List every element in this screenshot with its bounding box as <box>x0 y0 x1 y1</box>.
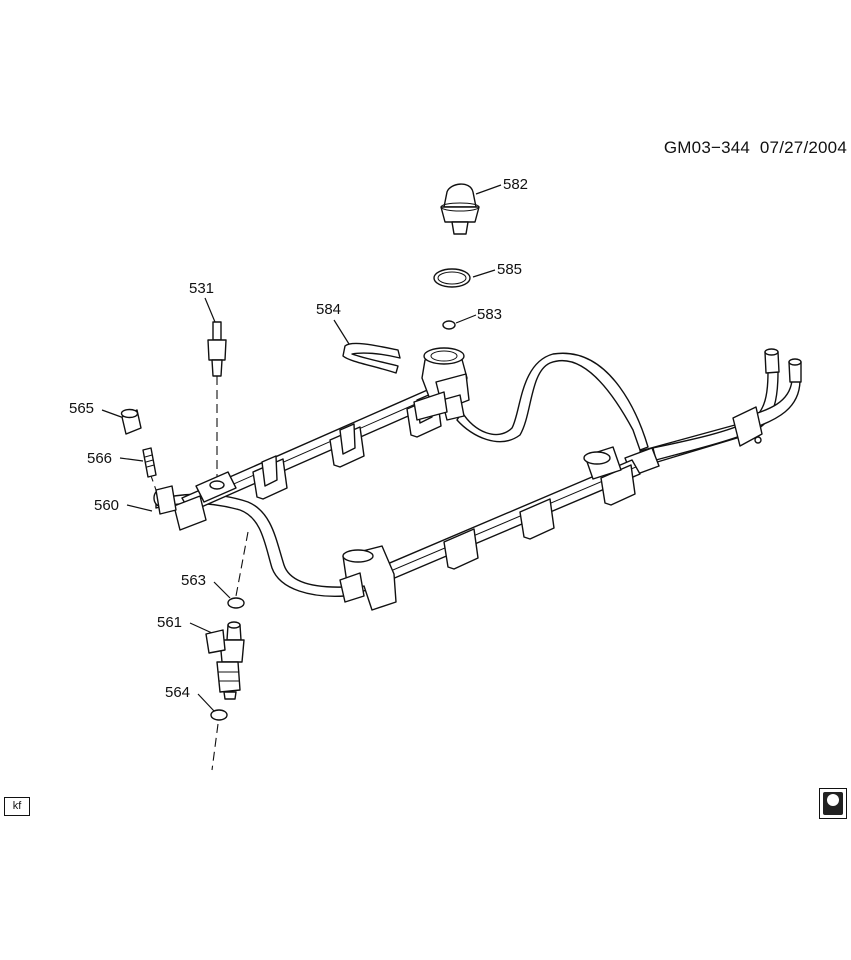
retainer-clip-584[interactable] <box>342 342 401 374</box>
fuel-injector-561[interactable] <box>205 621 245 700</box>
fuel-rail-lower <box>339 446 641 611</box>
o-ring-564[interactable] <box>210 709 228 721</box>
callout-583[interactable]: 583 <box>477 306 502 323</box>
cap-565[interactable] <box>120 408 142 435</box>
callout-531[interactable]: 531 <box>189 280 214 297</box>
pressure-regulator-582[interactable] <box>440 183 480 235</box>
callout-564[interactable]: 564 <box>165 684 190 701</box>
callout-585[interactable]: 585 <box>497 261 522 278</box>
fuel-rail-upper <box>153 387 442 531</box>
callout-565[interactable]: 565 <box>69 400 94 417</box>
gm-spo-logo <box>819 788 847 819</box>
kf-label-box: kf <box>4 797 30 816</box>
fuel-lines <box>155 348 802 597</box>
o-ring-585-inner <box>437 271 467 285</box>
stud-531[interactable] <box>207 321 227 377</box>
pressure-regulator-housing <box>413 347 470 421</box>
seal-583[interactable] <box>442 320 456 330</box>
o-ring-563[interactable] <box>227 597 245 609</box>
leader-lines <box>101 184 502 712</box>
callout-560[interactable]: 560 <box>94 497 119 514</box>
callout-566[interactable]: 566 <box>87 450 112 467</box>
callout-584[interactable]: 584 <box>316 301 341 318</box>
callout-582[interactable]: 582 <box>503 176 528 193</box>
valve-566[interactable] <box>142 447 157 478</box>
drawing-id-date: GM03−344 07/27/2004 <box>663 138 847 157</box>
callout-563[interactable]: 563 <box>181 572 206 589</box>
callout-561[interactable]: 561 <box>157 614 182 631</box>
